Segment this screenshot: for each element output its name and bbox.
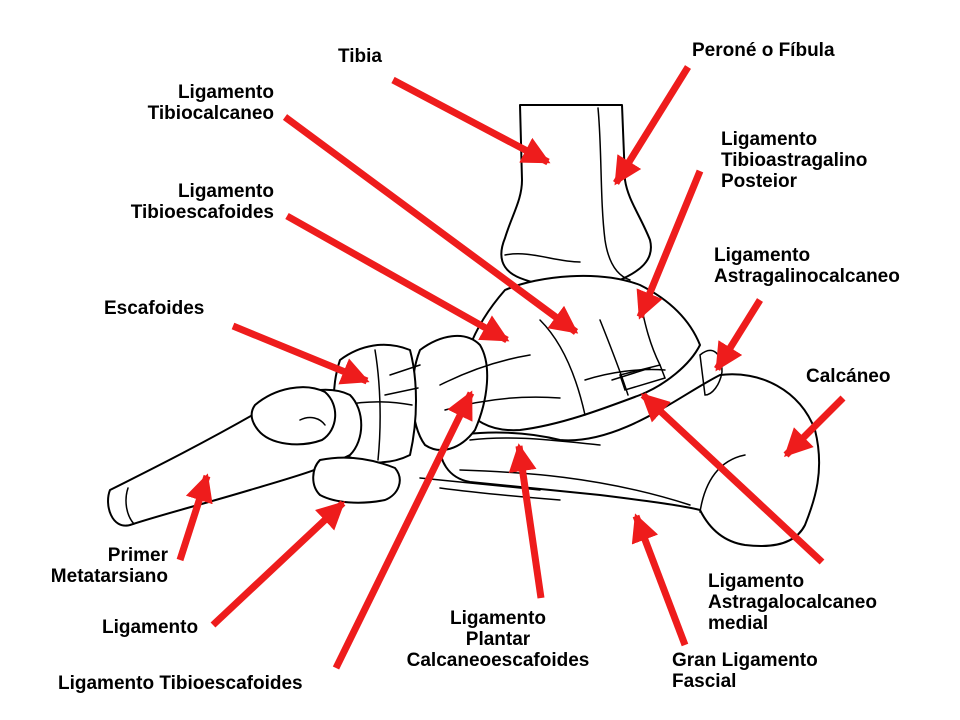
label-ligamento-tibioescafoides: Ligamento Tibioescafoides	[130, 181, 274, 223]
arrow-tibia	[391, 76, 551, 166]
arrow-ligamento-tibiocalcaneo	[282, 114, 579, 335]
arrow-ligamento-tibioescafoides	[285, 212, 510, 344]
label-ligamento-plantar-calcaneoescafoides: Ligamento Plantar Calcaneoescafoides	[406, 608, 590, 671]
metatarsal-head	[250, 386, 337, 446]
calcaneus-bone	[438, 373, 821, 547]
label-ligamento-astragalocalcaneo-medial: Ligamento Astragalocalcaneo medial	[708, 571, 877, 634]
foot-bones	[107, 104, 821, 547]
arrow-tibioescafoides-bottom	[332, 390, 475, 670]
label-gran-ligamento-fascial: Gran Ligamento Fascial	[672, 650, 818, 692]
arrow-plantar-calcaneoescafoides	[508, 443, 545, 599]
arrow-ligamento	[210, 500, 346, 628]
ligament-bands	[419, 354, 666, 501]
arrow-perone-fibula	[613, 65, 691, 186]
arrow-primer-metatarsiano	[176, 473, 213, 562]
arrow-astragalocalcaneo-medial	[640, 392, 825, 565]
arrow-calcaneo	[783, 395, 846, 458]
label-ligamento-tibioastragalino-posteior: Ligamento Tibioastragalino Posteior	[721, 129, 868, 192]
label-ligamento-astragalinocalcaneo: Ligamento Astragalinocalcaneo	[714, 245, 900, 287]
pointer-arrows	[176, 65, 846, 670]
arrow-ligamento-astragalinocalcaneo	[714, 298, 763, 372]
label-tibia: Tibia	[338, 46, 382, 67]
label-ligamento: Ligamento	[102, 617, 199, 638]
label-calcaneo: Calcáneo	[806, 366, 891, 387]
arrow-ligamento-tibioastragalino	[636, 169, 704, 320]
label-ligamento-tibiocalcaneo: Ligamento Tibiocalcaneo	[147, 82, 274, 124]
tibia-fibula-bone	[500, 104, 652, 289]
label-escafoides: Escafoides	[104, 298, 205, 319]
metatarsal-base	[312, 456, 401, 504]
label-ligamento-tibioescafoides-bottom: Ligamento Tibioescafoides	[58, 673, 303, 694]
label-perone-fibula: Peroné o Fíbula	[692, 40, 835, 61]
arrow-gran-ligamento	[631, 513, 689, 647]
arrow-escafoides	[231, 322, 370, 385]
label-primer-metatarsiano: Primer Metatarsiano	[50, 545, 168, 587]
